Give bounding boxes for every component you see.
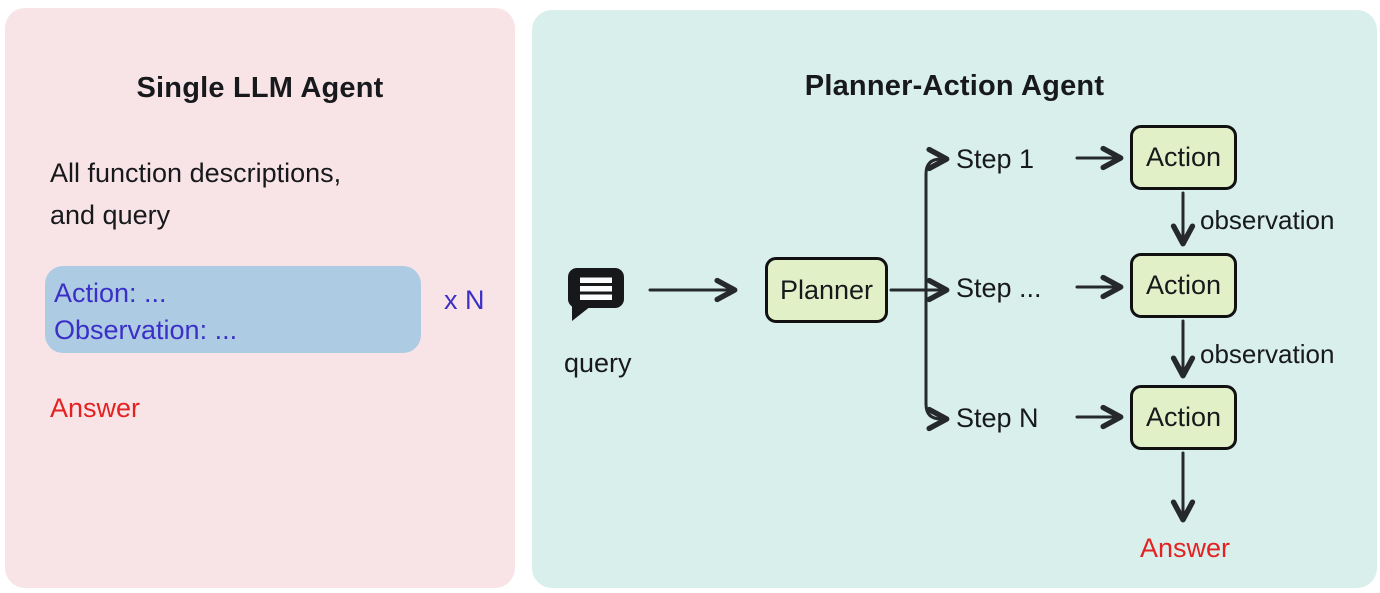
observation-label-2: observation: [1200, 339, 1335, 369]
description-line-2: and query: [50, 200, 171, 230]
action-node-1: Action: [1130, 125, 1237, 190]
right-panel-title: Planner-Action Agent: [804, 70, 1105, 102]
left-answer-label: Answer: [50, 393, 141, 423]
action-node-1-label: Action: [1145, 142, 1222, 172]
left-panel-title: Single LLM Agent: [136, 72, 384, 104]
loop-action-line: Action: ...: [54, 278, 167, 308]
planner-node: Planner: [765, 257, 888, 323]
action-node-3-label: Action: [1145, 402, 1222, 432]
action-node-2-label: Action: [1145, 270, 1222, 300]
step-ellipsis-label: Step ...: [956, 273, 1042, 303]
right-answer-label: Answer: [1139, 533, 1231, 563]
planner-action-agent-panel: Planner-Action Agent query Planner Step …: [532, 10, 1377, 588]
planner-node-label: Planner: [779, 274, 874, 305]
step-n-label: Step N: [956, 403, 1039, 433]
description-line-1: All function descriptions,: [50, 158, 342, 188]
chat-bubble-icon: [568, 268, 624, 321]
step-1-label: Step 1: [956, 144, 1035, 174]
action-node-3: Action: [1130, 385, 1237, 450]
single-llm-agent-panel: Single LLM Agent All function descriptio…: [5, 8, 515, 588]
action-observation-loop-box: Action: ... Observation: ...: [45, 266, 421, 353]
query-label: query: [564, 348, 632, 378]
action-node-2: Action: [1130, 253, 1237, 318]
loop-observation-line: Observation: ...: [54, 315, 238, 345]
observation-label-1: observation: [1200, 205, 1335, 235]
function-descriptions-text: All function descriptions, and query: [50, 152, 341, 236]
loop-count-label: x N: [444, 285, 485, 315]
